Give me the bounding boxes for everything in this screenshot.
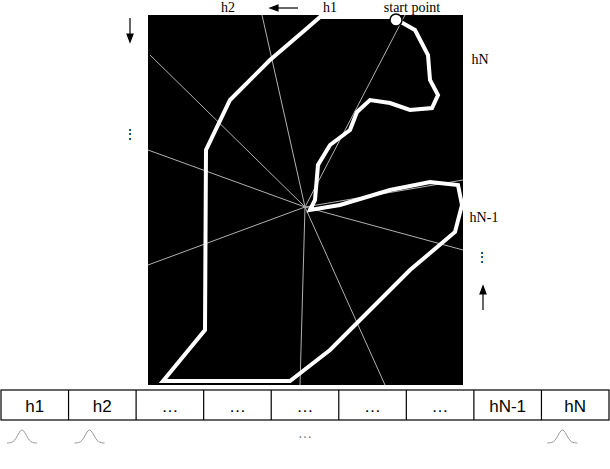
bin-label: hN [471,53,488,67]
radial-line [150,55,305,207]
radial-line [148,150,305,207]
table-cell: hN-1 [489,398,526,415]
bin-label: h2 [221,1,235,15]
hand-contour [163,17,462,381]
table-cell: … [161,398,178,415]
start-point-marker [390,14,402,26]
table-cell: … [364,398,381,415]
radial-lines [148,15,463,385]
radial-line [148,207,305,265]
ellipsis: … [298,427,312,441]
table-divider [203,390,204,420]
binary-image [148,15,463,385]
radial-line [262,15,305,207]
ellipsis: ⋮ [123,128,137,142]
bell-curve [75,430,105,443]
table-cell: hN [564,398,586,415]
table-divider [271,390,272,420]
ellipsis: ⋮ [475,251,489,265]
table-divider [406,390,407,420]
table-divider [338,390,339,420]
table-border [1,390,609,420]
table-divider [473,390,474,420]
radial-line [300,207,305,385]
radial-line [305,15,405,207]
bell-curve [7,430,37,443]
contour-base [163,379,290,383]
direction-arrows [127,5,486,310]
table-divider [541,390,542,420]
table-cell: … [297,398,314,415]
table-cell: … [432,398,449,415]
table-cell: … [229,398,246,415]
table-divider [68,390,69,420]
table-cell: h2 [93,398,112,415]
table-divider [136,390,137,420]
distribution-curves [7,430,577,443]
bin-label: h1 [323,1,337,15]
bell-curve [547,430,577,443]
histogram-table [1,390,609,420]
bin-label: hN-1 [470,211,499,225]
start-label: start point [384,1,440,15]
table-cell: h1 [25,398,44,415]
